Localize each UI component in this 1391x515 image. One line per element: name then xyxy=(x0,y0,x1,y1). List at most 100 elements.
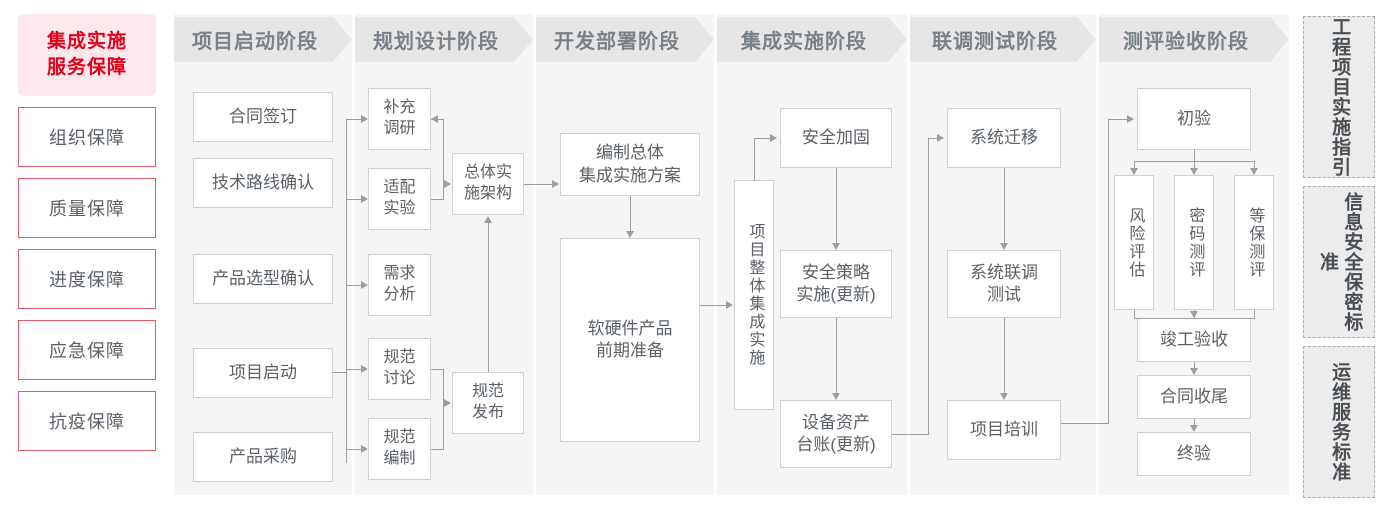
connector-integration-to-hardening xyxy=(754,138,770,140)
connector-training-out xyxy=(1061,423,1109,425)
arrowhead-into-overall-architecture xyxy=(444,179,451,188)
node-security-policy-implementation[interactable]: 安全策略 实施(更新) xyxy=(780,250,892,318)
guarantee-item-organization[interactable]: 组织保障 xyxy=(18,107,156,167)
node-preliminary-acceptance[interactable]: 初验 xyxy=(1137,88,1251,150)
connector-ledger-to-migration xyxy=(928,138,938,140)
node-cryptography-evaluation[interactable]: 密码测评 xyxy=(1174,175,1214,310)
arrowhead-into-completion-acceptance xyxy=(1189,311,1198,318)
node-spec-drafting[interactable]: 规范 编制 xyxy=(368,418,431,480)
arrowhead-to-adaptation-experiment xyxy=(361,194,368,203)
arrowhead-into-system-joint-test xyxy=(999,243,1008,250)
node-overall-integration-plan[interactable]: 编制总体 集成实施方案 xyxy=(560,133,700,196)
phase-header-planning[interactable]: 规划设计阶段 xyxy=(355,17,533,62)
connector-closure-to-final xyxy=(1194,419,1196,425)
connector-bus-to-requirement-analysis xyxy=(346,285,361,287)
connector-preparation-to-integration xyxy=(700,305,727,307)
arrowhead-into-security-hardening xyxy=(770,133,777,142)
arrowhead-into-overall-integration xyxy=(726,300,733,309)
guarantee-item-schedule[interactable]: 进度保障 xyxy=(18,249,156,309)
connector-integration-to-hardening-riser xyxy=(754,138,756,181)
node-requirement-analysis[interactable]: 需求 分析 xyxy=(368,254,431,316)
arrowhead-into-overall-plan xyxy=(552,179,559,188)
phase-header-joint-test[interactable]: 联调测试阶段 xyxy=(910,17,1096,62)
arrowhead-into-contract-closure xyxy=(1189,368,1198,375)
connector-hardening-to-policy xyxy=(836,168,838,243)
arrowhead-into-cryptography-evaluation xyxy=(1189,168,1198,175)
arrowhead-to-spec-discussion xyxy=(361,364,368,373)
phase-header-startup[interactable]: 项目启动阶段 xyxy=(174,17,352,62)
node-project-startup[interactable]: 项目启动 xyxy=(193,348,333,398)
connector-spec-discussion-to-release xyxy=(431,369,444,371)
arrowhead-to-requirement-analysis xyxy=(361,280,368,289)
node-overall-implementation-architecture[interactable]: 总体实 施架构 xyxy=(452,153,524,215)
arrowhead-into-architecture-bottom xyxy=(483,216,492,223)
guarantee-item-epidemic[interactable]: 抗疫保障 xyxy=(18,391,156,451)
node-equipment-asset-ledger[interactable]: 设备资产 台账(更新) xyxy=(780,400,892,468)
node-final-acceptance[interactable]: 终验 xyxy=(1137,432,1251,476)
connector-bus-to-supplementary-research xyxy=(346,119,361,121)
arrowhead-into-asset-ledger xyxy=(831,393,840,400)
connector-project-start-to-bus xyxy=(333,372,347,374)
connector-bus-to-spec-drafting xyxy=(346,449,361,451)
connector-fanout-left-drop xyxy=(1133,161,1135,168)
connector-fanout-right-drop xyxy=(1253,161,1255,168)
phase-title-startup: 项目启动阶段 xyxy=(192,31,318,53)
brand-line-2: 服务保障 xyxy=(46,57,127,78)
node-system-joint-debug-test[interactable]: 系统联调 测试 xyxy=(947,250,1061,318)
connector-bus-to-adaptation-experiment xyxy=(346,199,361,201)
phase-title-joint-test: 联调测试阶段 xyxy=(932,31,1058,53)
node-supplementary-research[interactable]: 补充 调研 xyxy=(368,88,431,150)
arrowhead-into-preliminary-acceptance xyxy=(1127,114,1134,123)
connector-preliminary-down xyxy=(1194,150,1196,162)
sidebar-card-infosec-standard[interactable]: 信息安全保密标准 xyxy=(1303,186,1375,338)
node-completion-acceptance[interactable]: 竣工验收 xyxy=(1137,318,1251,362)
sidebar-card-engineering-guide[interactable]: 工程项目实施指引 xyxy=(1303,16,1375,178)
arrowhead-to-spec-drafting xyxy=(361,444,368,453)
node-spec-release[interactable]: 规范 发布 xyxy=(452,372,524,434)
node-project-training[interactable]: 项目培训 xyxy=(947,400,1061,460)
node-system-migration[interactable]: 系统迁移 xyxy=(947,108,1061,168)
connector-plan-to-preparation xyxy=(630,196,632,231)
arrowhead-into-classified-protection-evaluation xyxy=(1249,168,1258,175)
node-hardware-software-preparation[interactable]: 软硬件产品 前期准备 xyxy=(560,238,700,442)
phase-header-integration[interactable]: 集成实施阶段 xyxy=(717,17,907,62)
connector-startup-bus xyxy=(346,183,348,463)
phase-header-deployment[interactable]: 开发部署阶段 xyxy=(536,17,714,62)
connector-ledger-out xyxy=(892,434,929,436)
sidebar-label-infosec-standard: 信息安全保密标准 xyxy=(1317,192,1363,332)
arrowhead-to-supplementary-research xyxy=(361,114,368,123)
sidebar-label-engineering-guide: 工程项目实施指引 xyxy=(1329,17,1351,177)
node-classified-protection-evaluation[interactable]: 等保测评 xyxy=(1234,175,1274,310)
arrowhead-into-risk-assessment xyxy=(1129,168,1138,175)
phase-title-acceptance: 测评验收阶段 xyxy=(1123,31,1249,53)
arrowhead-into-security-policy xyxy=(831,243,840,250)
brand-card: 集成实施 服务保障 xyxy=(18,14,156,96)
guarantee-item-emergency[interactable]: 应急保障 xyxy=(18,320,156,380)
node-tech-route-confirm[interactable]: 技术路线确认 xyxy=(193,158,333,208)
connector-training-riser xyxy=(1108,119,1110,424)
node-security-hardening[interactable]: 安全加固 xyxy=(780,108,892,168)
phase-header-acceptance[interactable]: 测评验收阶段 xyxy=(1099,17,1289,62)
connector-spec-merge-riser xyxy=(443,369,445,450)
node-risk-assessment[interactable]: 风险评估 xyxy=(1114,175,1154,310)
node-contract-signing[interactable]: 合同签订 xyxy=(193,92,333,142)
guarantee-item-quality[interactable]: 质量保障 xyxy=(18,178,156,238)
phase-title-deployment: 开发部署阶段 xyxy=(554,31,680,53)
node-contract-closure[interactable]: 合同收尾 xyxy=(1137,375,1251,419)
phase-title-planning: 规划设计阶段 xyxy=(373,31,499,53)
node-product-purchase[interactable]: 产品采购 xyxy=(193,432,333,482)
sidebar-card-ops-standard[interactable]: 运维服务标准 xyxy=(1303,346,1375,498)
brand-line-1: 集成实施 xyxy=(46,31,127,53)
node-adaptation-experiment[interactable]: 适配 实验 xyxy=(368,168,431,230)
left-guarantee-column: 集成实施 服务保障 组织保障 质量保障 进度保障 应急保障 抗疫保障 xyxy=(18,14,156,451)
sidebar-label-ops-standard: 运维服务标准 xyxy=(1329,362,1351,482)
connector-risk-down xyxy=(1133,310,1135,319)
node-product-selection-confirm[interactable]: 产品选型确认 xyxy=(193,254,333,304)
connector-fanout-mid-drop xyxy=(1194,161,1196,168)
node-spec-discussion[interactable]: 规范 讨论 xyxy=(368,338,431,400)
connector-bus-top-riser xyxy=(346,119,348,183)
connector-migration-to-joint-test xyxy=(1004,168,1006,243)
connector-evaluation-fanin xyxy=(1134,318,1254,320)
node-overall-project-integration[interactable]: 项目整体集成实施 xyxy=(734,180,774,410)
